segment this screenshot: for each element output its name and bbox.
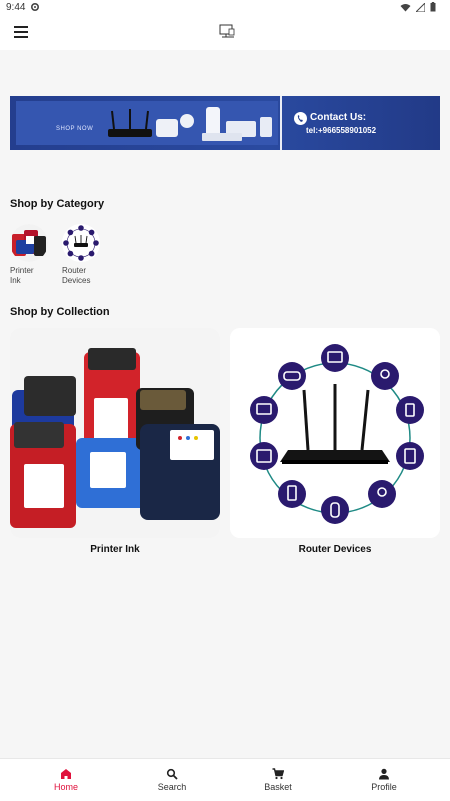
person-icon <box>379 768 389 780</box>
battery-icon <box>430 2 436 12</box>
top-app-bar <box>0 16 450 50</box>
category-item-printer-ink[interactable]: Printer Ink <box>10 224 56 286</box>
collection-label-router-devices: Router Devices <box>298 544 372 555</box>
settings-gear-icon <box>30 2 40 12</box>
nav-search[interactable]: Search <box>116 759 228 801</box>
banner-product-image: SHOP NOW <box>16 101 278 145</box>
printer-ink-image <box>10 328 220 538</box>
banner-phone-number: tel:+966558901052 <box>306 126 377 135</box>
category-section-title: Shop by Category <box>10 198 105 210</box>
nav-basket-label: Basket <box>264 782 292 792</box>
router-devices-image <box>230 328 440 538</box>
status-bar: 9:44 <box>0 0 450 16</box>
nav-home[interactable]: Home <box>10 759 122 801</box>
promo-banner[interactable]: SHOP NOW Contact Us: tel:+966558901052 <box>10 96 440 150</box>
home-icon <box>61 769 71 779</box>
menu-icon[interactable] <box>14 26 28 38</box>
printer-ink-thumbnail <box>10 224 48 262</box>
status-icons <box>400 2 436 12</box>
collection-section-title: Shop by Collection <box>10 306 110 318</box>
banner-divider <box>280 96 282 150</box>
signal-icon <box>416 2 425 12</box>
nav-profile-label: Profile <box>371 782 397 792</box>
collection-card-printer-ink[interactable] <box>10 328 220 538</box>
nav-search-label: Search <box>157 782 187 792</box>
status-time: 9:44 <box>6 2 26 13</box>
wifi-icon <box>400 3 411 11</box>
nav-home-label: Home <box>53 782 78 792</box>
nav-basket[interactable]: Basket <box>222 759 334 801</box>
bottom-navigation: Home Search Basket Profile <box>0 758 450 801</box>
banner-contact-label: Contact Us: <box>310 112 367 123</box>
cart-icon <box>272 768 284 780</box>
nav-profile[interactable]: Profile <box>328 759 440 801</box>
category-label-router-devices: Router Devices <box>62 266 91 285</box>
app-logo-icon <box>219 24 235 38</box>
collection-card-router-devices[interactable] <box>230 328 440 538</box>
phone-icon <box>294 112 307 125</box>
banner-shop-now: SHOP NOW <box>56 126 94 132</box>
search-icon <box>166 768 178 780</box>
category-label-printer-ink: Printer Ink <box>10 266 34 285</box>
category-item-router-devices[interactable]: Router Devices <box>62 224 108 286</box>
router-devices-thumbnail <box>62 224 100 262</box>
collection-label-printer-ink: Printer Ink <box>90 544 140 555</box>
